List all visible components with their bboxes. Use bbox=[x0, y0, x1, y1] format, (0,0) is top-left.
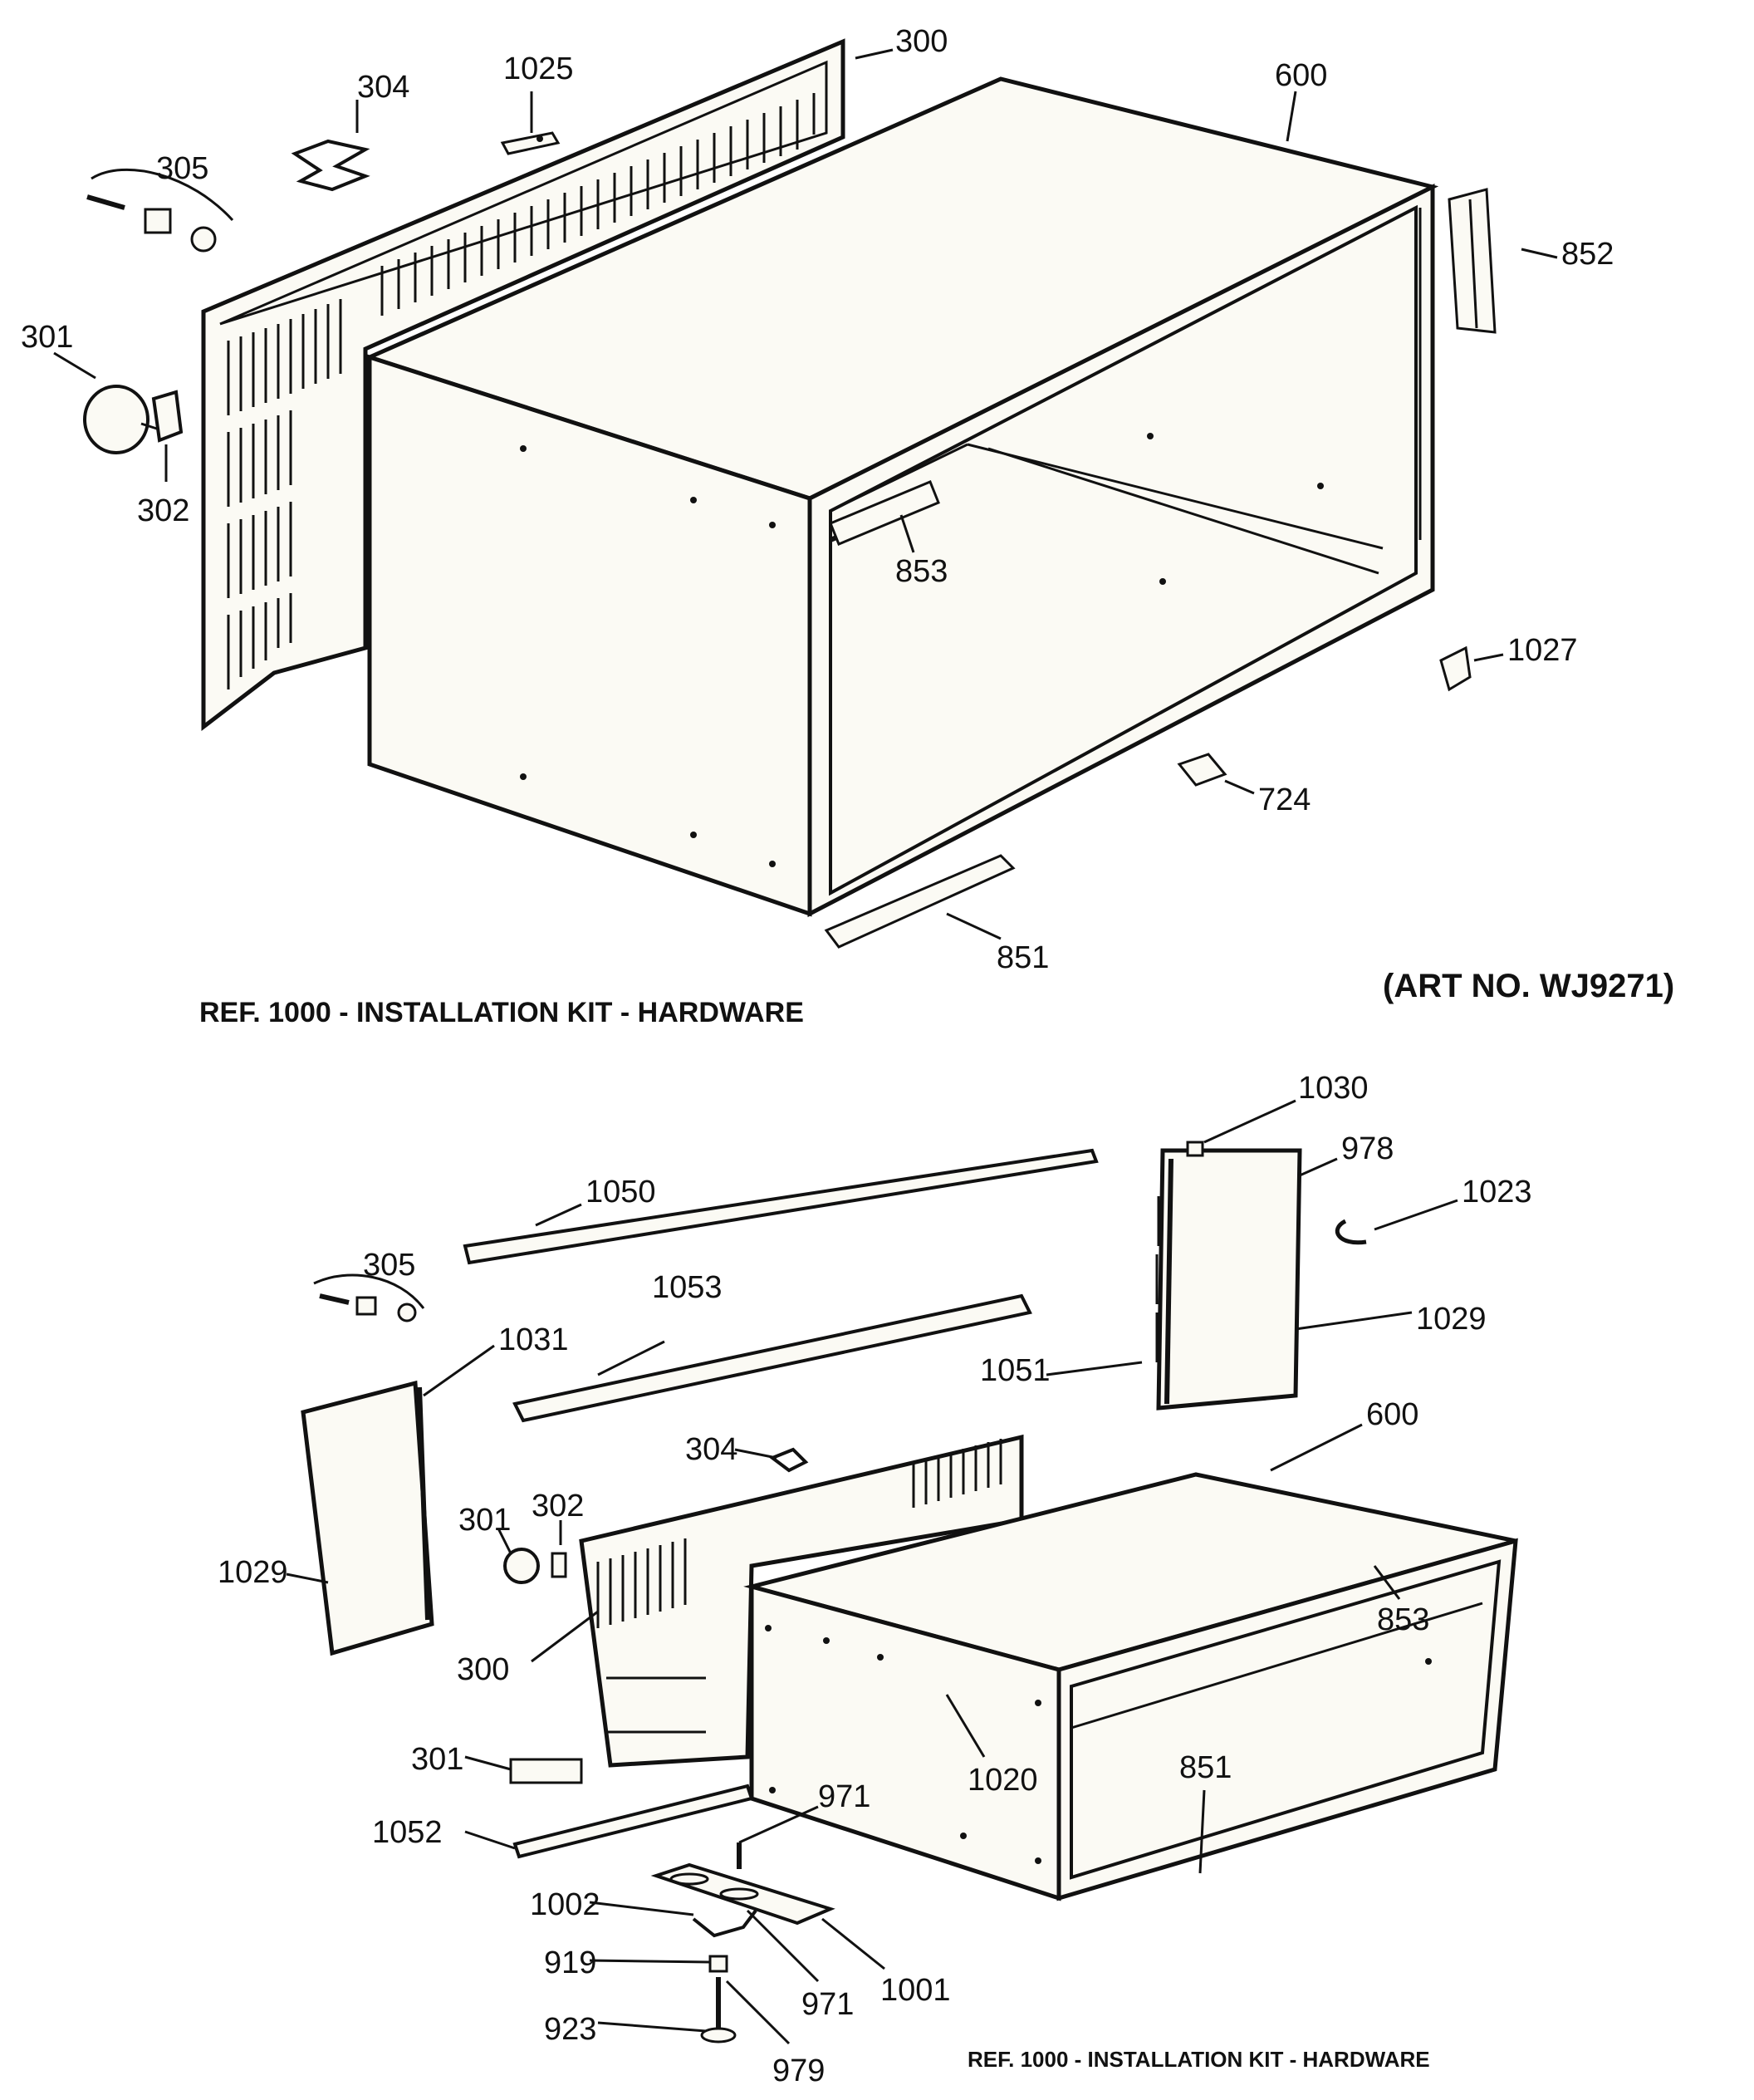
bottom-rail-851 bbox=[824, 854, 1016, 949]
label-853-bottom: 853 bbox=[1377, 1602, 1429, 1637]
front-grille-panel-300 bbox=[201, 38, 845, 732]
screw-kit-305-bottom bbox=[313, 1273, 425, 1322]
art-number: (ART NO. WJ9271) bbox=[1383, 968, 1674, 1004]
angle-clip-304 bbox=[291, 139, 370, 192]
label-1027: 1027 bbox=[1507, 633, 1578, 668]
bottom-caption: REF. 1000 - INSTALLATION KIT - HARDWARE bbox=[968, 2047, 1430, 2072]
bracket-1030 bbox=[1186, 1141, 1204, 1157]
label-1051: 1051 bbox=[980, 1353, 1051, 1388]
clip-724 bbox=[1177, 753, 1255, 795]
top-exploded-view: 300 304 1025 600 305 852 301 302 853 102… bbox=[21, 24, 1674, 1028]
label-724: 724 bbox=[1258, 783, 1311, 817]
insert-302-bottom bbox=[551, 1552, 567, 1578]
label-300: 300 bbox=[895, 24, 948, 59]
label-1030: 1030 bbox=[1298, 1071, 1369, 1106]
cabinet-sleeve-600 bbox=[363, 76, 1439, 918]
label-302-bottom: 302 bbox=[532, 1489, 584, 1523]
seal-1053 bbox=[512, 1293, 1032, 1423]
label-302: 302 bbox=[137, 493, 189, 528]
top-rail-1050 bbox=[463, 1148, 1099, 1265]
knob-301-bottom bbox=[503, 1548, 540, 1584]
top-caption: REF. 1000 - INSTALLATION KIT - HARDWARE bbox=[199, 997, 804, 1028]
side-panel-1029-right bbox=[1155, 1148, 1302, 1411]
label-1031: 1031 bbox=[498, 1322, 569, 1357]
label-301-strip: 301 bbox=[411, 1742, 463, 1777]
label-305: 305 bbox=[156, 151, 208, 186]
nut-919 bbox=[708, 1955, 728, 1973]
cabinet-600 bbox=[743, 1472, 1518, 1901]
leveling-bolt-923 bbox=[700, 1977, 737, 2044]
label-305-bottom: 305 bbox=[363, 1248, 415, 1283]
label-1020: 1020 bbox=[968, 1763, 1038, 1798]
label-923: 923 bbox=[544, 2012, 596, 2047]
side-seal-852 bbox=[1448, 188, 1558, 334]
label-1053: 1053 bbox=[652, 1270, 723, 1305]
support-bracket-1001 bbox=[650, 1862, 835, 1926]
insert-302 bbox=[151, 390, 184, 482]
label-300-bottom: 300 bbox=[457, 1652, 509, 1687]
label-1029-left: 1029 bbox=[218, 1555, 288, 1590]
label-304: 304 bbox=[357, 70, 409, 105]
knob-301 bbox=[53, 351, 163, 454]
label-978: 978 bbox=[1341, 1131, 1394, 1166]
side-panel-1029-left bbox=[301, 1380, 434, 1656]
label-301-knob: 301 bbox=[458, 1503, 511, 1538]
strip-301 bbox=[509, 1758, 583, 1784]
clip-1027 bbox=[1439, 645, 1504, 692]
front-grille-300 bbox=[579, 1434, 1024, 1768]
bottom-leader-lines bbox=[286, 1099, 1458, 2045]
label-979: 979 bbox=[772, 2053, 825, 2088]
bracket-1025 bbox=[500, 131, 561, 155]
top-leader-lines bbox=[355, 48, 1297, 142]
bracket-1002 bbox=[692, 1909, 757, 1938]
label-853: 853 bbox=[895, 554, 948, 589]
label-851-bottom: 851 bbox=[1179, 1750, 1232, 1785]
label-1002: 1002 bbox=[530, 1887, 600, 1922]
label-1025: 1025 bbox=[503, 52, 574, 86]
bottom-strip-1052 bbox=[512, 1784, 754, 1859]
bottom-exploded-view: 1030 978 1050 1023 305 1053 1029 1031 10… bbox=[218, 1071, 1532, 2088]
label-1023: 1023 bbox=[1462, 1175, 1532, 1209]
label-851: 851 bbox=[997, 940, 1049, 975]
channel-853 bbox=[829, 480, 940, 553]
label-600-bottom: 600 bbox=[1366, 1397, 1418, 1432]
label-304-bottom: 304 bbox=[685, 1432, 737, 1467]
label-301: 301 bbox=[21, 320, 73, 355]
label-1029-right: 1029 bbox=[1416, 1302, 1487, 1337]
label-1052: 1052 bbox=[372, 1815, 443, 1850]
label-852: 852 bbox=[1561, 237, 1614, 272]
label-919: 919 bbox=[544, 1945, 596, 1980]
label-1050: 1050 bbox=[585, 1175, 656, 1209]
screw-kit-305 bbox=[86, 168, 234, 253]
label-1001: 1001 bbox=[880, 1973, 951, 2008]
clip-304-bottom bbox=[768, 1447, 809, 1473]
label-600: 600 bbox=[1275, 58, 1327, 93]
label-971-top: 971 bbox=[818, 1779, 870, 1814]
clip-1023 bbox=[1335, 1219, 1367, 1245]
label-971-bottom: 971 bbox=[801, 1987, 854, 2022]
